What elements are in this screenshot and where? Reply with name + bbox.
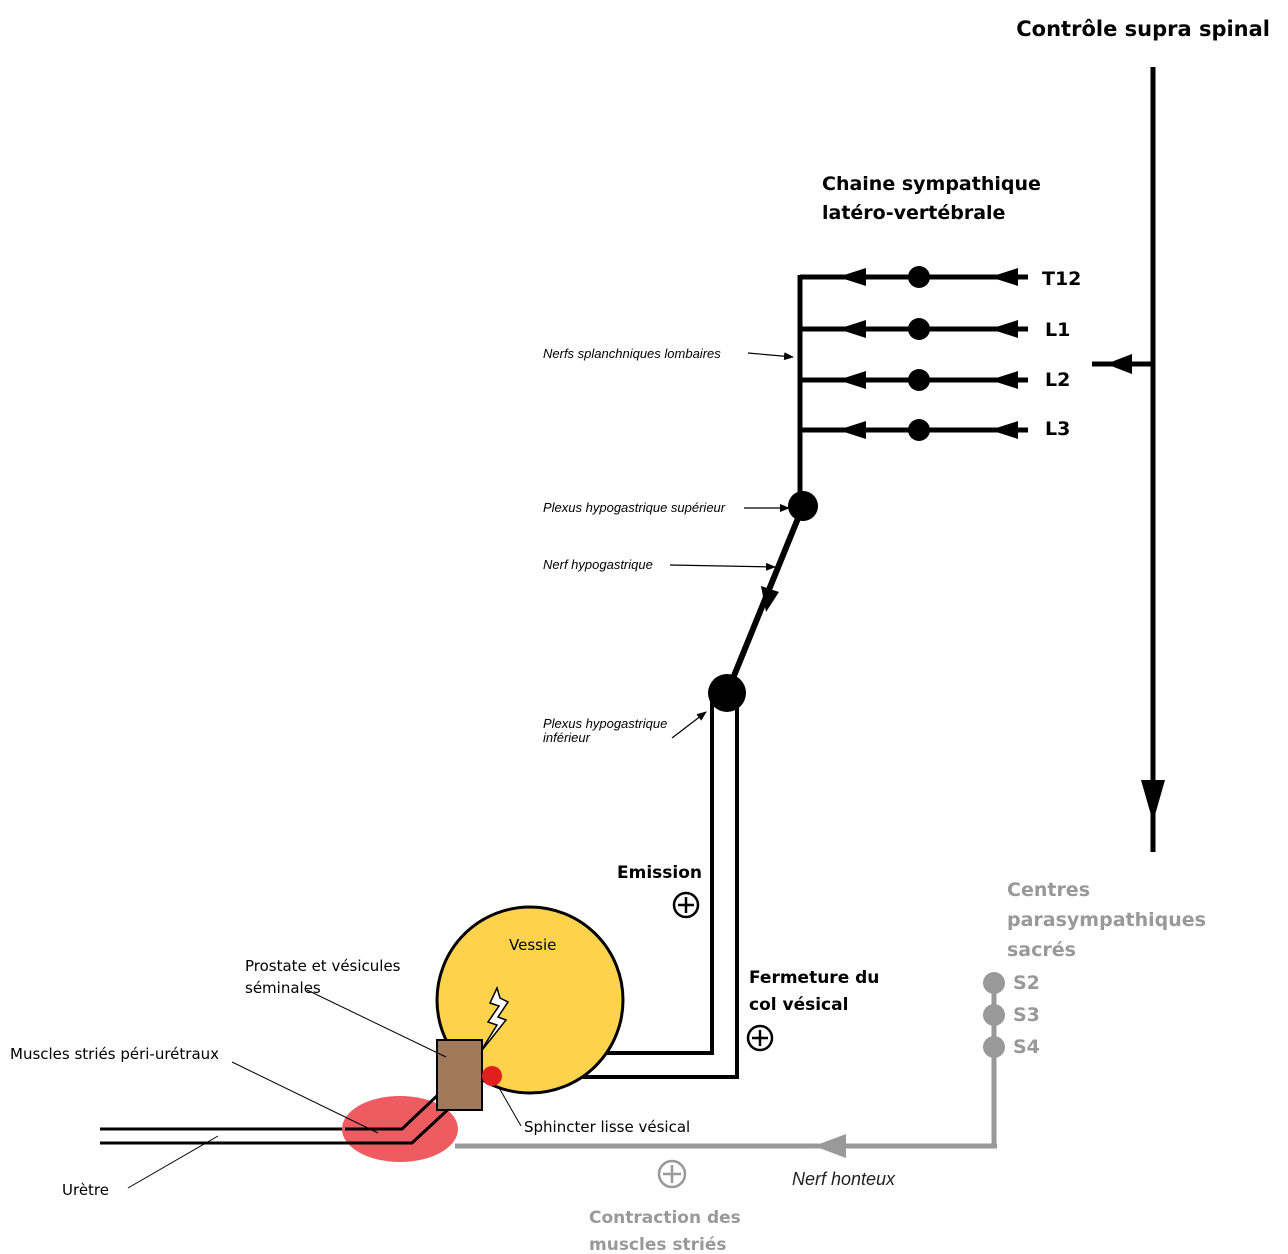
- label-plexus-inferieur-2: inférieur: [543, 730, 591, 745]
- label-plexus-superieur: Plexus hypogastrique supérieur: [543, 500, 726, 515]
- label-supra-spinal: Contrôle supra spinal: [1016, 17, 1270, 41]
- parasympathetic-pathway: [455, 972, 1005, 1158]
- root-t12-arrow-outer: [990, 268, 1018, 286]
- label-l3: L3: [1045, 418, 1070, 440]
- root-l3-arrow: [838, 421, 866, 439]
- root-l1-arrow-outer: [990, 320, 1018, 338]
- label-s3: S3: [1013, 1004, 1040, 1026]
- label-chaine-1: Chaine sympathique: [822, 173, 1041, 195]
- root-l2-arrow: [838, 371, 866, 389]
- label-contraction-2: muscles striés: [589, 1235, 727, 1254]
- root-l2-arrow-outer: [990, 371, 1018, 389]
- label-chaine-2: latéro-vertébrale: [822, 202, 1005, 224]
- label-centres-3: sacrés: [1007, 939, 1076, 961]
- label-fermeture-1: Fermeture du: [749, 968, 879, 988]
- label-s4: S4: [1013, 1036, 1040, 1058]
- root-l3-arrow-outer: [990, 421, 1018, 439]
- supra-spinal-branch-arrow: [1106, 354, 1132, 374]
- label-fermeture-2: col vésical: [749, 995, 848, 1015]
- supra-spinal-arrow-down: [1141, 780, 1165, 822]
- supra-spinal-pathway: [1092, 67, 1165, 852]
- nerf-hypogastrique-arrow: [761, 586, 779, 612]
- label-nerf-honteux: Nerf honteux: [792, 1169, 896, 1189]
- node-s2: [983, 972, 1005, 994]
- label-centres-1: Centres: [1007, 879, 1090, 901]
- root-t12-arrow: [838, 268, 866, 286]
- label-sphincter: Sphincter lisse vésical: [524, 1118, 690, 1136]
- plus-icon-contraction: [657, 1159, 687, 1189]
- nerf-honteux-arrow: [814, 1134, 846, 1158]
- plus-icon-emission: [672, 891, 700, 919]
- label-prostate-2: séminales: [245, 979, 321, 997]
- ganglion-l3: [908, 419, 930, 441]
- label-muscles-peri: Muscles striés péri-urétraux: [10, 1045, 219, 1063]
- prostate: [436, 1039, 483, 1111]
- ganglion-t12: [908, 266, 930, 288]
- sphincter-lisse: [482, 1066, 502, 1086]
- label-contraction-1: Contraction des: [589, 1208, 741, 1228]
- root-l1-arrow: [838, 320, 866, 338]
- label-prostate-1: Prostate et vésicules: [245, 957, 401, 975]
- label-l2: L2: [1045, 369, 1070, 391]
- label-centres-2: parasympathiques: [1007, 909, 1206, 931]
- label-nerfs-splanchniques: Nerfs splanchniques lombaires: [543, 346, 721, 361]
- node-s3: [983, 1004, 1005, 1026]
- label-l1: L1: [1045, 319, 1070, 341]
- leader-lines: [127, 989, 522, 1189]
- ganglion-l1: [908, 318, 930, 340]
- label-emission: Emission: [617, 863, 702, 883]
- label-s2: S2: [1013, 972, 1040, 994]
- label-vessie: Vessie: [509, 936, 556, 954]
- annotation-arrows: [669, 352, 794, 739]
- label-uretre: Urètre: [62, 1181, 109, 1199]
- uretre-inner-top: [345, 1091, 442, 1131]
- plus-icon-fermeture: [746, 1024, 774, 1052]
- node-s4: [983, 1036, 1005, 1058]
- label-plexus-inferieur-1: Plexus hypogastrique: [543, 716, 667, 731]
- uretre-inner-bottom: [345, 1101, 457, 1145]
- sympathetic-chain: [797, 266, 1028, 508]
- label-t12: T12: [1042, 268, 1081, 290]
- ganglion-l2: [908, 369, 930, 391]
- label-nerf-hypogastrique: Nerf hypogastrique: [543, 557, 653, 572]
